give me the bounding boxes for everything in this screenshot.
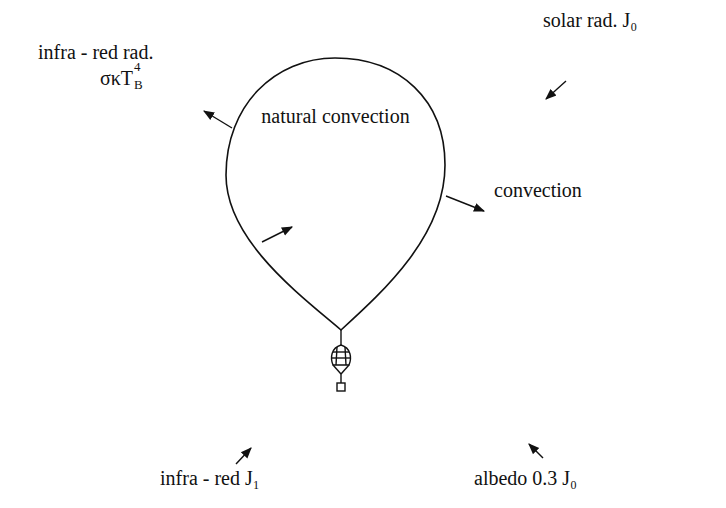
envelope-outline-path (226, 58, 445, 330)
flux-label: infra - red J₁ (160, 466, 260, 490)
flux-label: convection (494, 178, 582, 202)
flux-label: σκT (100, 66, 133, 90)
flux-label: 4 (134, 60, 141, 74)
flux-arrow (446, 196, 484, 211)
flux-label: solar rad. J₀ (543, 8, 637, 32)
payload (332, 330, 351, 391)
envelope-outline (224, 56, 447, 332)
flux-arrow (204, 111, 232, 128)
flux-arrow (546, 81, 566, 99)
balloon-envelope: natural convection (224, 56, 447, 332)
process-text: natural convection (254, 104, 417, 128)
flux-arrow (236, 448, 251, 464)
flux-arrow (262, 227, 292, 242)
flux-arrow (529, 444, 543, 458)
flux-label: B (134, 78, 143, 92)
flux-label: albedo 0.3 J₀ (474, 466, 577, 490)
